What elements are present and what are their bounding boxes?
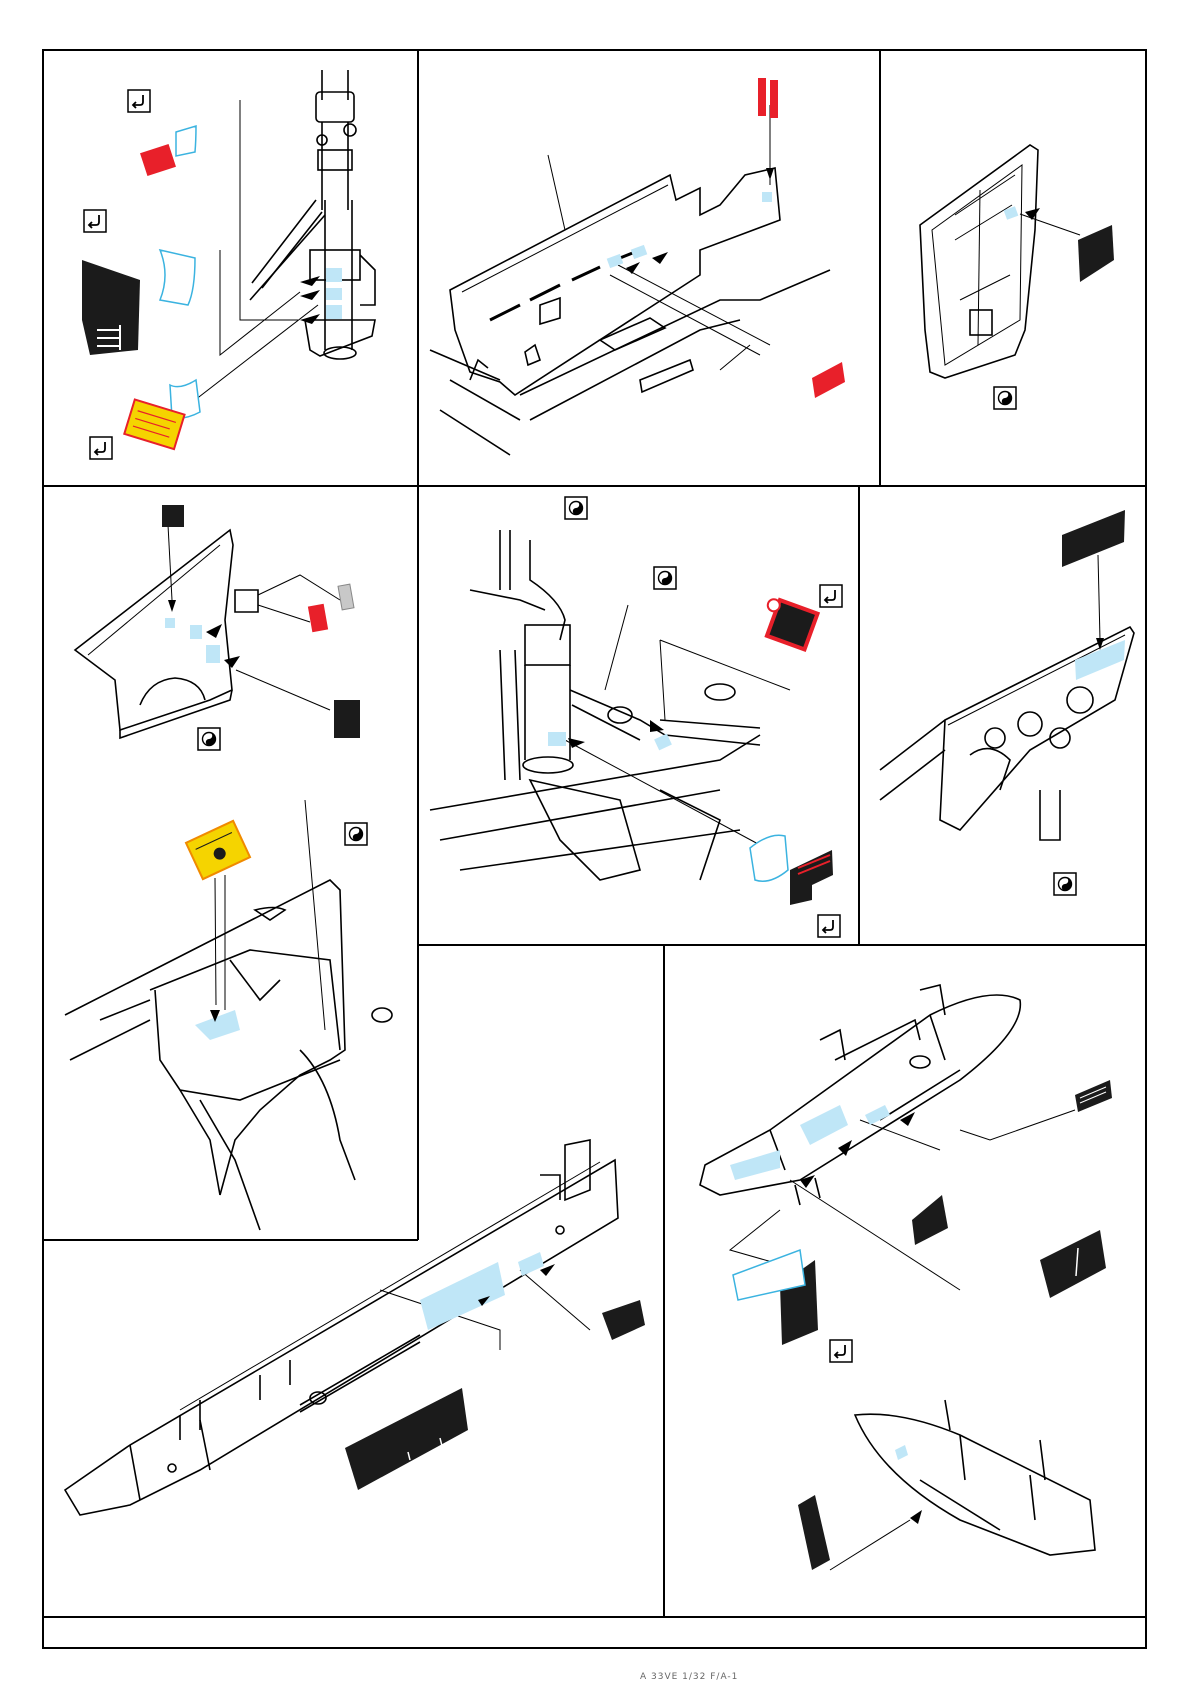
panel-7-decals <box>186 821 367 1040</box>
paint-icon <box>198 728 220 750</box>
paint-icon <box>994 387 1016 409</box>
paint-icon <box>654 567 676 589</box>
panel-gear <box>430 530 790 880</box>
bend-icon <box>90 437 112 459</box>
panel-9-decals <box>730 1080 1112 1570</box>
panel-3-decals <box>994 206 1114 409</box>
paint-icon <box>345 823 367 845</box>
bend-icon <box>818 915 840 937</box>
paint-icon <box>1054 873 1076 895</box>
panel-door <box>920 145 1080 378</box>
strut-decal-markers <box>300 268 342 324</box>
panel-1-decals <box>82 90 200 459</box>
panel-8-decals <box>345 1252 645 1490</box>
panel-wall <box>430 105 830 455</box>
panel-pylon <box>65 1140 618 1515</box>
panel-side <box>880 555 1134 840</box>
bend-icon <box>128 90 150 112</box>
bend-icon <box>820 585 842 607</box>
panel-strut <box>195 70 375 400</box>
paint-icon <box>565 497 587 519</box>
bend-icon <box>84 210 106 232</box>
bend-icon <box>830 1340 852 1362</box>
footer-text: A 33VE 1/32 F/A-1 <box>640 1672 738 1682</box>
panel-6-decals <box>1054 510 1125 895</box>
panel-2-decals <box>607 78 845 398</box>
